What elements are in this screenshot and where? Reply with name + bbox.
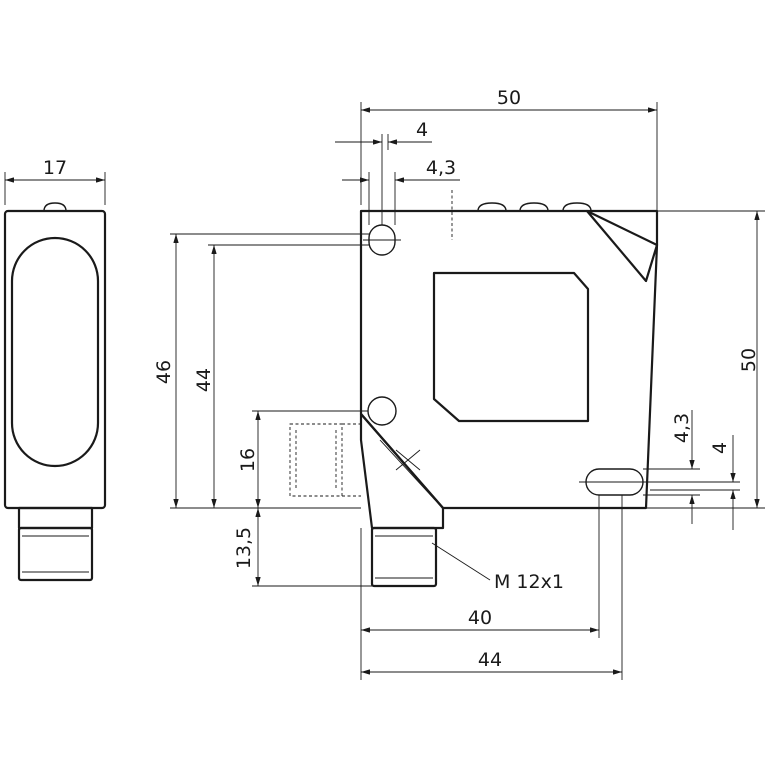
side-lens-bump bbox=[43, 202, 67, 212]
dim-50-right-label: 50 bbox=[738, 348, 760, 372]
connector-thread bbox=[370, 526, 438, 588]
dim-46-label: 46 bbox=[153, 360, 175, 384]
dim-44-bottom-label: 44 bbox=[478, 649, 502, 671]
dim-44-left-label: 44 bbox=[193, 368, 215, 392]
side-connector-base bbox=[17, 506, 94, 530]
dim-4-right-label: 4 bbox=[709, 442, 731, 454]
side-connector-thread bbox=[17, 526, 94, 582]
connector-housing bbox=[359, 412, 445, 530]
dim-17-label: 17 bbox=[43, 157, 67, 179]
side-view: 17 bbox=[3, 157, 107, 582]
dim-13-5-label: 13,5 bbox=[233, 527, 255, 569]
alt-connector bbox=[289, 423, 343, 497]
bump-1 bbox=[477, 202, 507, 212]
dim-40-label: 40 bbox=[468, 607, 492, 629]
dim-16-label: 16 bbox=[237, 448, 259, 472]
top-chamfer bbox=[585, 209, 659, 283]
side-window bbox=[10, 236, 100, 468]
thread-leader bbox=[431, 542, 491, 581]
front-view: 50 4 4,3 50 46 44 16 13,5 bbox=[153, 87, 765, 680]
bump-2 bbox=[519, 202, 549, 212]
dim-4-3-right-label: 4,3 bbox=[671, 413, 693, 443]
dim-50-top-label: 50 bbox=[497, 87, 521, 109]
dim-4-3-top-label: 4,3 bbox=[426, 157, 456, 179]
dim-4-top-label: 4 bbox=[416, 119, 428, 141]
thread-label: M 12x1 bbox=[494, 571, 564, 593]
left-mount-hole bbox=[367, 396, 397, 426]
optical-window bbox=[432, 271, 590, 423]
bump-3 bbox=[562, 202, 592, 212]
